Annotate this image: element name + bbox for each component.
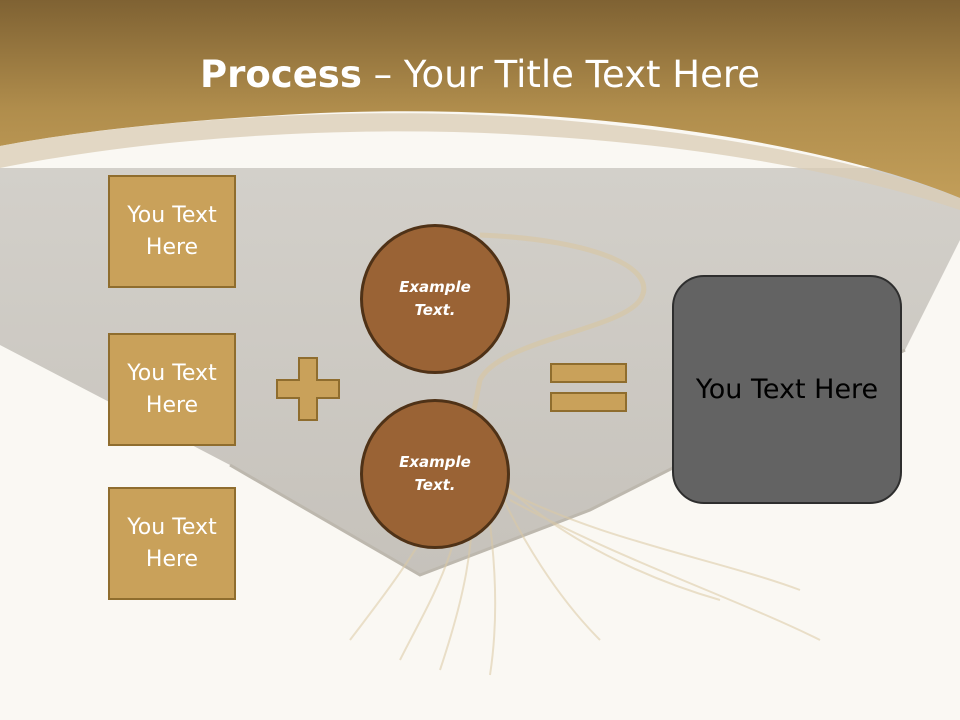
example-circle-1[interactable]: Example Text. bbox=[360, 224, 510, 374]
text-box-1[interactable]: You Text Here bbox=[108, 175, 236, 288]
text-box-2[interactable]: You Text Here bbox=[108, 333, 236, 446]
plus-icon bbox=[276, 357, 340, 421]
equals-icon-top-bar bbox=[550, 363, 627, 383]
text-box-3[interactable]: You Text Here bbox=[108, 487, 236, 600]
title-bold: Process bbox=[199, 53, 362, 96]
example-circle-2[interactable]: Example Text. bbox=[360, 399, 510, 549]
page-title: Process – Your Title Text Here bbox=[0, 52, 960, 98]
title-rest: – Your Title Text Here bbox=[361, 53, 761, 96]
result-box[interactable]: You Text Here bbox=[672, 275, 902, 504]
equals-icon-bottom-bar bbox=[550, 392, 627, 412]
